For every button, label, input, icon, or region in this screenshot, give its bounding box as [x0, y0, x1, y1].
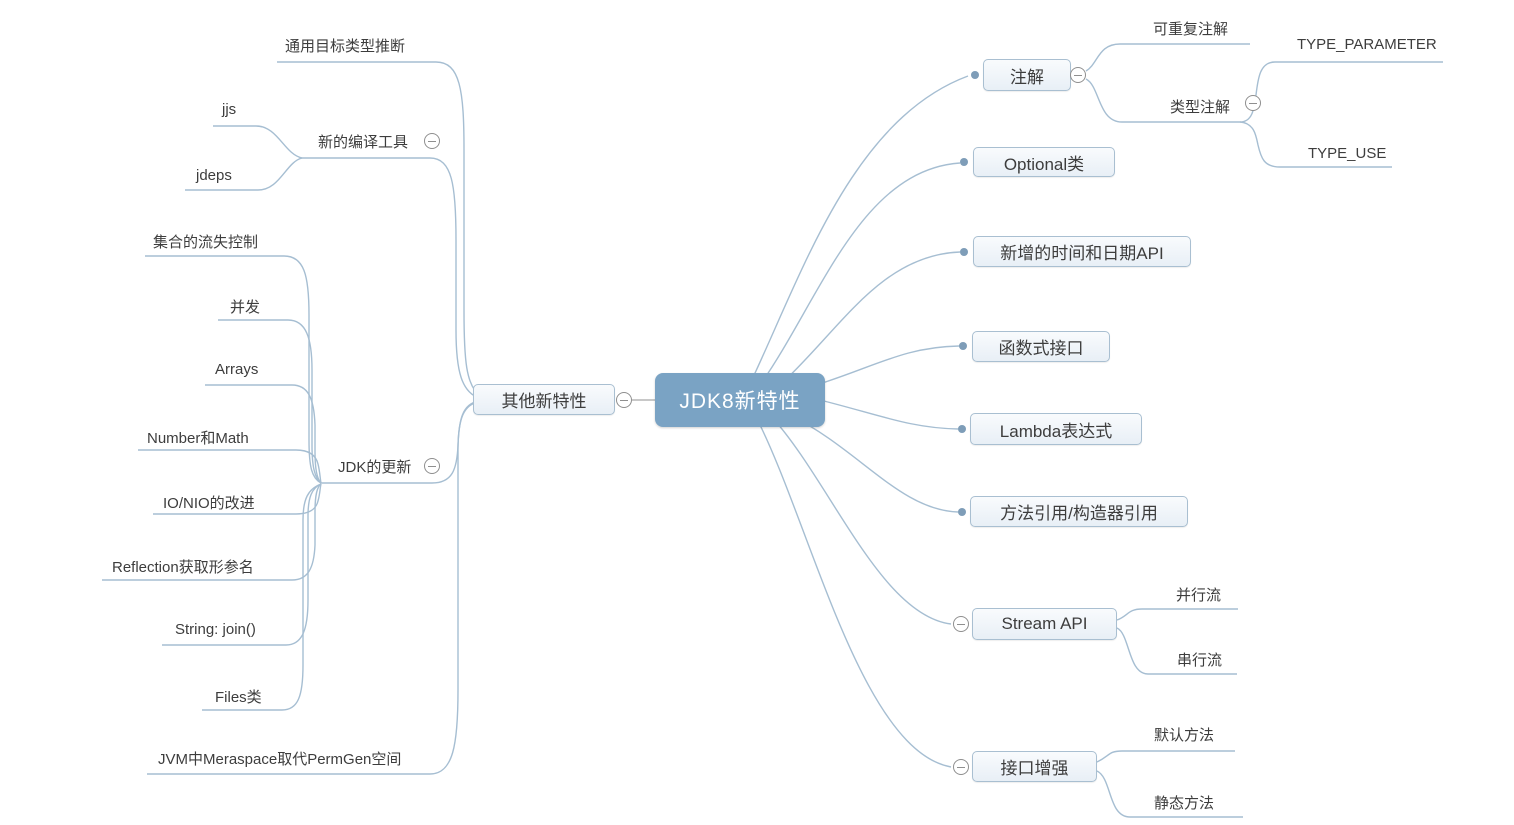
- leaf-jdeps[interactable]: jdeps: [196, 167, 232, 184]
- topic-method-reference[interactable]: 方法引用/构造器引用: [970, 496, 1188, 527]
- leaf-type-annotation[interactable]: 类型注解: [1170, 99, 1231, 116]
- leaf-collection-stream-control[interactable]: 集合的流失控制: [153, 234, 259, 251]
- branch-line: [185, 157, 303, 191]
- leaf-number-math[interactable]: Number和Math: [147, 430, 249, 447]
- leaf-files-class[interactable]: Files类: [215, 689, 262, 706]
- leaf-jjs[interactable]: jjs: [222, 101, 237, 118]
- branch-line: [754, 414, 952, 768]
- branch-line: [747, 75, 969, 389]
- topic-date-time-api[interactable]: 新增的时间和日期API: [973, 236, 1191, 267]
- branch-line: [202, 483, 322, 711]
- leaf-target-type-inference[interactable]: 通用目标类型推断: [285, 38, 406, 55]
- branch-line: [1116, 627, 1237, 675]
- leaf-concurrency[interactable]: 并发: [230, 299, 261, 316]
- branch-line: [789, 414, 959, 513]
- topic-functional-interface[interactable]: 函数式接口: [972, 331, 1110, 362]
- branch-line: [218, 319, 322, 484]
- branch-line: [277, 61, 481, 397]
- branch-line: [1096, 750, 1235, 763]
- central-topic[interactable]: JDK8新特性: [655, 373, 825, 427]
- leaf-metaspace-permgen[interactable]: JVM中Meraspace取代PermGen空间: [158, 751, 402, 768]
- leaf-parallel-stream[interactable]: 并行流: [1176, 587, 1222, 604]
- leaf-type-parameter[interactable]: TYPE_PARAMETER: [1297, 36, 1437, 53]
- topic-lambda-expression[interactable]: Lambda表达式: [970, 413, 1142, 445]
- leaf-repeatable-annotation[interactable]: 可重复注解: [1153, 21, 1229, 38]
- branch-line: [205, 384, 322, 484]
- branch-line: [1116, 608, 1238, 621]
- topic-interface-enhancement[interactable]: 接口增强: [972, 751, 1097, 782]
- connection-dot: [960, 248, 968, 256]
- branch-line: [1085, 43, 1250, 72]
- leaf-jdk-updates[interactable]: JDK的更新: [338, 459, 412, 476]
- leaf-io-nio[interactable]: IO/NIO的改进: [163, 495, 255, 512]
- branch-line: [147, 401, 480, 775]
- leaf-arrays[interactable]: Arrays: [215, 361, 259, 378]
- leaf-new-compiler-tools[interactable]: 新的编译工具: [318, 134, 409, 151]
- branch-line: [162, 483, 322, 646]
- collapse-icon-other-features[interactable]: [616, 392, 632, 408]
- branch-line: [819, 399, 959, 430]
- collapse-icon-type-annotation[interactable]: [1245, 95, 1261, 111]
- leaf-reflection-param-names[interactable]: Reflection获取形参名: [112, 559, 254, 576]
- branch-line: [102, 483, 322, 581]
- leaf-string-join[interactable]: String: join(): [175, 621, 256, 638]
- collapse-icon-interface-enhancement[interactable]: [953, 759, 969, 775]
- leaf-type-use[interactable]: TYPE_USE: [1308, 145, 1387, 162]
- collapse-icon-jdk-updates[interactable]: [424, 458, 440, 474]
- branch-line: [759, 162, 961, 386]
- branch-line: [769, 414, 952, 625]
- branch-line: [779, 251, 961, 386]
- branch-line: [138, 449, 322, 484]
- collapse-icon-annotation[interactable]: [1070, 67, 1086, 83]
- branch-line: [1085, 78, 1240, 123]
- connection-dot: [971, 71, 979, 79]
- leaf-serial-stream[interactable]: 串行流: [1177, 652, 1223, 669]
- connection-dot: [958, 425, 966, 433]
- leaf-static-method[interactable]: 静态方法: [1154, 795, 1215, 812]
- branch-line: [1096, 770, 1243, 818]
- leaf-default-method[interactable]: 默认方法: [1154, 727, 1215, 744]
- collapse-icon-new-compiler-tools[interactable]: [424, 133, 440, 149]
- topic-stream-api[interactable]: Stream API: [972, 608, 1117, 640]
- connection-dot: [960, 158, 968, 166]
- branch-line: [1239, 61, 1443, 123]
- connection-dot: [959, 342, 967, 350]
- branch-line: [213, 125, 303, 159]
- connection-dot: [958, 508, 966, 516]
- branch-line: [300, 157, 480, 399]
- branch-line: [1239, 121, 1392, 168]
- branch-line: [145, 255, 322, 484]
- collapse-icon-stream-api[interactable]: [953, 616, 969, 632]
- topic-optional-class[interactable]: Optional类: [973, 147, 1115, 177]
- topic-annotation[interactable]: 注解: [983, 59, 1071, 91]
- topic-other-new-features[interactable]: 其他新特性: [473, 384, 615, 415]
